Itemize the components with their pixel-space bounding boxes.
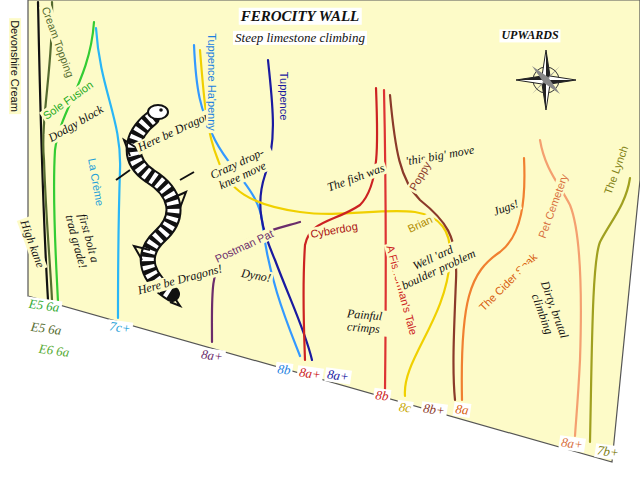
route-grade: 8c [396, 400, 414, 416]
compass-rose [516, 50, 576, 110]
route-grade: 8b+ [420, 401, 448, 419]
route-line [384, 90, 386, 390]
route-lines [38, 2, 630, 442]
route-grade: 8a+ [558, 435, 586, 453]
route-grade: E5 6a [28, 320, 64, 339]
wall-title: FEROCITY WALL [239, 8, 362, 25]
route-line [43, 2, 52, 300]
route-grade: E6 6a [36, 342, 72, 361]
topo-note: Painful crimps [336, 307, 392, 338]
wall-face [28, 0, 640, 462]
route-grade: 7c+ [107, 319, 134, 337]
route-grade: 8a+ [324, 367, 352, 385]
route-line [200, 50, 450, 396]
topo-note: UPWARDS [499, 29, 560, 42]
route-grade: 8a [453, 402, 472, 419]
route-grade: 8b [275, 362, 294, 379]
route-name: Devonshire Cream [9, 18, 21, 114]
route-line [590, 178, 630, 442]
route-grade: 8b [373, 388, 392, 405]
route-line [212, 222, 300, 342]
route-name: Tuppence [278, 70, 290, 123]
topo-note: Steep limestone climbing [233, 31, 367, 45]
route-grade: 8a+ [198, 347, 226, 365]
route-name: Tuppence Ha'penny [206, 31, 218, 133]
route-grade: E5 6a [26, 297, 62, 316]
route-grade: 8a+ [296, 365, 324, 383]
